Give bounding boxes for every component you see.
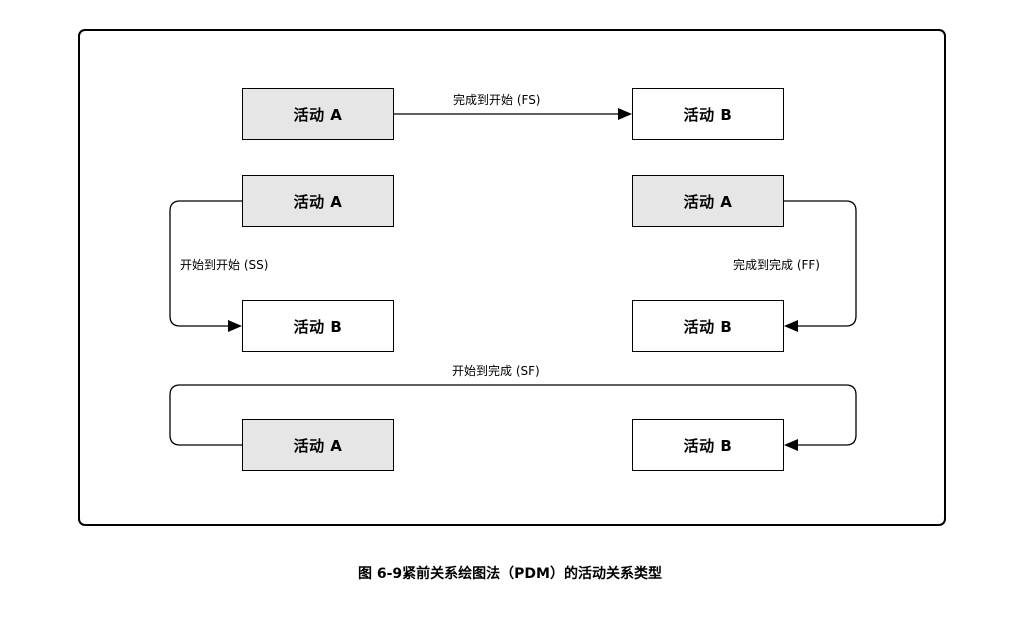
ff-connector [784, 200, 857, 327]
sf-relationship-label: 开始到完成 (SF) [452, 364, 540, 378]
ss-activity-b-label: 活动 B [293, 317, 343, 336]
fs-activity-b-label: 活动 B [683, 105, 733, 124]
ff-arrowhead-icon [784, 320, 798, 332]
diagram-frame [78, 29, 946, 526]
sf-activity-a: 活动 A [242, 419, 394, 471]
fs-activity-a-label: 活动 A [293, 105, 343, 124]
ss-arrowhead-icon [228, 320, 242, 332]
sf-activity-b: 活动 B [632, 419, 784, 471]
sf-activity-b-label: 活动 B [683, 436, 733, 455]
fs-activity-a: 活动 A [242, 88, 394, 140]
ss-connector [169, 200, 242, 327]
figure-caption: 图 6-9紧前关系绘图法（PDM）的活动关系类型 [358, 566, 662, 582]
sf-activity-a-label: 活动 A [293, 436, 343, 455]
ff-activity-a: 活动 A [632, 175, 784, 227]
ff-activity-b: 活动 B [632, 300, 784, 352]
ss-relationship-label: 开始到开始 (SS) [180, 258, 269, 272]
ff-activity-a-label: 活动 A [683, 192, 733, 211]
ff-activity-b-label: 活动 B [683, 317, 733, 336]
ff-relationship-label: 完成到完成 (FF) [733, 258, 820, 272]
fs-activity-b: 活动 B [632, 88, 784, 140]
ss-activity-a-label: 活动 A [293, 192, 343, 211]
fs-relationship-label: 完成到开始 (FS) [453, 93, 541, 107]
fs-arrowhead-icon [618, 108, 632, 120]
sf-arrowhead-icon [784, 439, 798, 451]
ss-activity-b: 活动 B [242, 300, 394, 352]
sf-connector [169, 384, 857, 446]
ss-activity-a: 活动 A [242, 175, 394, 227]
